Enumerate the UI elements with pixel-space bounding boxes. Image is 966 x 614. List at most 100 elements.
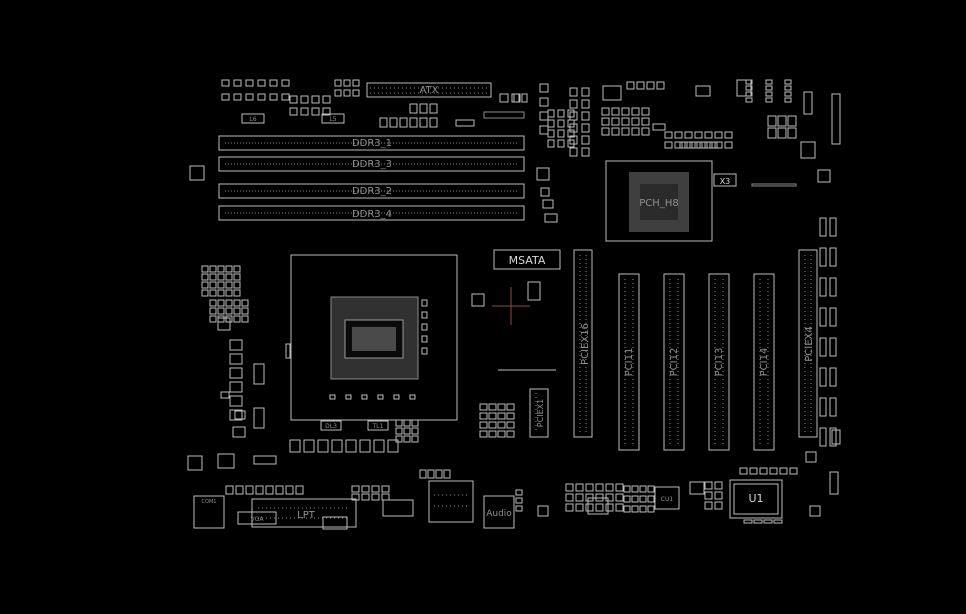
smd-part xyxy=(623,495,631,503)
dimm-slot-1: DDR3_1 xyxy=(218,135,525,151)
smd-part xyxy=(611,117,620,126)
smd-part xyxy=(345,439,357,453)
smd-part xyxy=(361,485,370,493)
smd-part xyxy=(225,315,233,323)
smd-part xyxy=(217,265,225,273)
smd-part xyxy=(403,435,411,443)
dimm-label-2: DDR3_2 xyxy=(352,186,392,197)
vga-label: VGA xyxy=(251,516,265,523)
smd-part xyxy=(233,93,242,101)
smd-part xyxy=(714,501,723,510)
smd-part xyxy=(245,79,254,87)
smd-part xyxy=(805,451,817,463)
smd-part xyxy=(229,381,243,393)
smd-part xyxy=(623,485,631,493)
smd-part xyxy=(539,97,549,107)
smd-part xyxy=(371,493,380,501)
smd-part xyxy=(784,85,792,91)
smd-part xyxy=(395,419,403,427)
component-clusters xyxy=(187,79,841,524)
smd-part xyxy=(435,469,443,479)
smd-part xyxy=(767,115,777,127)
smd-part xyxy=(399,117,408,128)
lpt-connector: LPT VGA xyxy=(237,498,357,530)
smd-part xyxy=(819,427,827,447)
smd-part xyxy=(829,471,839,495)
cu1-label: CU1 xyxy=(661,496,674,503)
u1-label: U1 xyxy=(748,492,763,505)
smd-part xyxy=(540,187,550,197)
smd-part xyxy=(779,467,788,475)
smd-part xyxy=(421,335,428,343)
smd-part xyxy=(724,131,733,139)
smd-part xyxy=(639,485,647,493)
smd-part xyxy=(479,403,488,411)
smd-part xyxy=(209,265,217,273)
smd-part xyxy=(419,103,428,114)
dimm-label-4: DDR3_4 xyxy=(352,209,392,220)
smd-part xyxy=(557,129,565,138)
smd-part xyxy=(411,419,419,427)
smd-part xyxy=(506,421,515,429)
smd-part xyxy=(229,409,243,421)
smd-part xyxy=(647,505,655,513)
smd-part xyxy=(569,147,578,157)
smd-part xyxy=(334,79,342,87)
smd-part xyxy=(569,123,578,133)
smd-part xyxy=(395,427,403,435)
smd-part xyxy=(704,491,713,500)
smd-part xyxy=(694,141,703,149)
smd-part xyxy=(303,439,315,453)
smd-part xyxy=(488,421,497,429)
smd-part xyxy=(704,501,713,510)
smd-part xyxy=(631,505,639,513)
pcie-x4-slot: PCIEX4 xyxy=(798,249,818,438)
smd-part xyxy=(217,273,225,281)
smd-part xyxy=(419,117,428,128)
smd-part xyxy=(209,299,217,307)
smd-part xyxy=(359,439,371,453)
smd-part xyxy=(829,247,837,267)
smd-part xyxy=(255,485,264,495)
smd-part xyxy=(803,91,813,115)
smd-part xyxy=(421,347,428,355)
smd-part xyxy=(229,395,243,407)
smd-part xyxy=(201,289,209,297)
smd-part xyxy=(647,485,655,493)
smd-part xyxy=(233,289,241,297)
tl1-label: TL1 xyxy=(372,423,384,430)
smd-part xyxy=(201,273,209,281)
atx-label: ATX xyxy=(419,85,438,96)
smd-part xyxy=(819,217,827,237)
smd-part xyxy=(233,281,241,289)
smd-part xyxy=(289,107,298,116)
smd-part xyxy=(602,85,622,101)
smd-part xyxy=(631,127,640,136)
smd-part xyxy=(831,93,841,145)
smd-part xyxy=(187,455,203,471)
smd-part xyxy=(581,135,590,145)
pcie-x1-slot: PCIEX1 xyxy=(529,388,549,438)
com-label: COM1 xyxy=(202,499,217,505)
smd-part xyxy=(389,117,398,128)
smd-part xyxy=(245,485,254,495)
smd-part xyxy=(403,419,411,427)
smd-part xyxy=(225,485,234,495)
smd-part xyxy=(621,117,630,126)
smd-part xyxy=(547,119,555,128)
smd-part xyxy=(769,467,778,475)
smd-part xyxy=(829,307,837,327)
smd-part xyxy=(395,435,403,443)
smd-part xyxy=(221,93,230,101)
smd-part xyxy=(515,497,523,504)
smd-part xyxy=(220,391,230,399)
smd-part xyxy=(233,307,241,315)
chipset-label: PCH_H8 xyxy=(639,198,678,209)
audio-connector: Audio xyxy=(483,495,515,529)
smd-part xyxy=(233,79,242,87)
smd-part xyxy=(829,427,837,447)
smd-part xyxy=(567,109,575,118)
smd-part xyxy=(709,141,718,149)
smd-part xyxy=(253,363,265,385)
smd-part xyxy=(557,109,565,118)
